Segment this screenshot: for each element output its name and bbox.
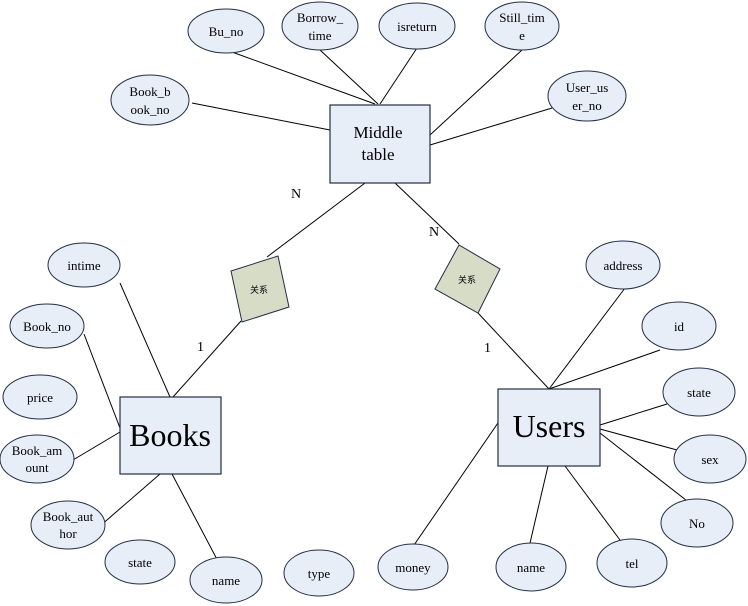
- attr-borrow-time[interactable]: Borrow_ time: [281, 1, 359, 51]
- line-intime: [119, 282, 171, 398]
- entity-middle-table[interactable]: Middle table: [329, 104, 431, 184]
- relationship-users-middle[interactable]: 关系: [434, 244, 501, 314]
- entity-books[interactable]: Books: [119, 396, 222, 475]
- line-middle-to-left-rel: [266, 182, 366, 258]
- attr-address[interactable]: address: [585, 240, 661, 290]
- attr-bu-no-label: Bu_no: [209, 24, 244, 39]
- line-middle-to-right-rel: [394, 182, 460, 245]
- cardinality-middle-right: N: [429, 225, 439, 240]
- attr-user-user-no[interactable]: User_us er_no: [547, 70, 627, 122]
- line-isreturn: [379, 47, 418, 105]
- attr-book-no[interactable]: Book_no: [9, 303, 85, 349]
- line-no: [599, 432, 692, 505]
- attr-users-name-label: name: [517, 560, 545, 575]
- line-book-amount: [72, 431, 121, 461]
- attr-id[interactable]: id: [641, 301, 717, 351]
- line-books-name: [171, 473, 221, 566]
- cardinality-users: 1: [484, 341, 491, 356]
- attr-user-user-no-label-2: er_no: [572, 98, 602, 113]
- cardinality-books: 1: [197, 340, 204, 355]
- attr-users-state-label: state: [687, 385, 711, 400]
- attr-id-label: id: [674, 319, 685, 334]
- line-users-name: [529, 465, 549, 544]
- attr-still-time-label-1: Still_tim: [499, 10, 545, 25]
- line-users-state: [599, 403, 668, 426]
- attr-book-amount-label-1: Book_am: [12, 443, 63, 458]
- line-address: [548, 287, 626, 390]
- attr-money[interactable]: money: [377, 543, 449, 591]
- entity-middle-table-label-1: Middle: [353, 123, 402, 142]
- attr-borrow-time-label-1: Borrow_: [297, 10, 344, 25]
- line-user-user-no: [429, 107, 553, 146]
- attr-still-time[interactable]: Still_tim e: [484, 1, 560, 51]
- line-book-book-no: [191, 102, 331, 131]
- line-tel: [564, 465, 621, 541]
- line-sex: [599, 428, 678, 451]
- attr-book-no-label: Book_no: [23, 319, 71, 334]
- attr-sex-label: sex: [701, 452, 719, 467]
- attr-borrow-time-label-2: time: [308, 28, 331, 43]
- attr-books-state[interactable]: state: [104, 539, 176, 585]
- attr-type-label: type: [308, 566, 331, 581]
- attr-books-state-label: state: [128, 555, 152, 570]
- attr-tel-label: tel: [626, 556, 639, 571]
- attr-book-book-no[interactable]: Book_b ook_no: [110, 74, 190, 126]
- attr-book-book-no-label-2: ook_no: [131, 102, 170, 117]
- attr-money-label: money: [395, 560, 431, 575]
- attr-users-state[interactable]: state: [662, 367, 736, 417]
- attr-isreturn[interactable]: isreturn: [378, 2, 456, 50]
- attr-no-label: No: [689, 516, 705, 531]
- attr-tel[interactable]: tel: [596, 538, 668, 588]
- line-right-rel-to-users: [477, 312, 550, 390]
- attr-book-author-label-2: hor: [59, 526, 77, 541]
- line-book-no: [83, 333, 121, 429]
- attr-price[interactable]: price: [2, 374, 78, 420]
- line-money: [411, 419, 501, 549]
- relationship-books-middle-label: 关系: [250, 284, 268, 295]
- attr-books-name-label: name: [212, 573, 240, 588]
- attr-bu-no[interactable]: Bu_no: [187, 8, 265, 54]
- cardinality-middle-left: N: [291, 187, 301, 202]
- attr-address-label: address: [604, 258, 643, 273]
- line-left-rel-to-books: [172, 320, 242, 398]
- attr-intime-label: intime: [67, 258, 100, 273]
- attr-books-name[interactable]: name: [189, 556, 263, 604]
- attr-price-label: price: [27, 390, 53, 405]
- attr-book-author[interactable]: Book_aut hor: [30, 500, 106, 550]
- attr-book-author-label-1: Book_aut: [43, 509, 94, 524]
- line-book-author: [99, 473, 161, 527]
- attr-still-time-label-2: e: [519, 28, 525, 43]
- entity-users-label: Users: [513, 408, 586, 444]
- relationship-books-middle[interactable]: 关系: [230, 255, 290, 323]
- attr-no[interactable]: No: [660, 498, 734, 548]
- attr-book-amount-label-2: ount: [25, 460, 49, 475]
- attr-intime[interactable]: intime: [47, 242, 121, 288]
- line-still-time: [429, 49, 523, 136]
- entity-middle-table-label-2: table: [361, 145, 394, 164]
- attr-book-book-no-label-1: Book_b: [129, 84, 170, 99]
- relationship-users-middle-label: 关系: [458, 274, 476, 285]
- attr-book-amount[interactable]: Book_am ount: [0, 434, 75, 484]
- attr-user-user-no-label-1: User_us: [566, 80, 609, 95]
- attr-users-name[interactable]: name: [495, 542, 567, 592]
- line-bu-no: [231, 51, 376, 105]
- line-borrow-time: [319, 49, 379, 105]
- entity-books-label: Books: [129, 417, 211, 453]
- attr-sex[interactable]: sex: [673, 434, 747, 484]
- attr-isreturn-label: isreturn: [397, 19, 437, 34]
- entity-users[interactable]: Users: [497, 388, 601, 467]
- attr-type[interactable]: type: [283, 549, 355, 597]
- connector-lines: [72, 47, 692, 566]
- line-id: [548, 349, 661, 390]
